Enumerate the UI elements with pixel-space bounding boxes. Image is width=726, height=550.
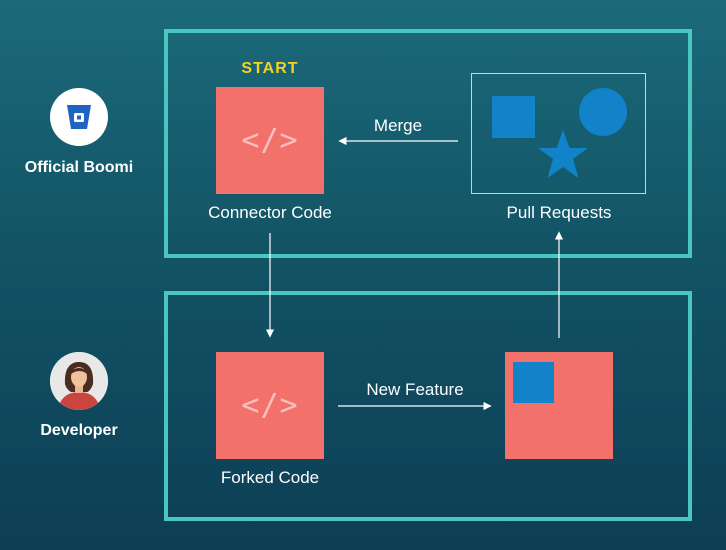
developer-panel (164, 291, 692, 521)
pull-requests-caption: Pull Requests (506, 203, 612, 222)
forked-code-caption: Forked Code (220, 468, 320, 487)
square-icon (513, 362, 554, 403)
connector-code-box: </> (216, 87, 324, 194)
connector-code-caption: Connector Code (208, 203, 332, 222)
square-icon (492, 96, 535, 138)
star-icon (538, 130, 588, 178)
new-feature-label: New Feature (366, 380, 464, 399)
developer-label: Developer (40, 422, 118, 439)
developer-avatar-icon (50, 352, 108, 410)
circle-icon (579, 88, 627, 136)
official-boomi-label: Official Boomi (24, 159, 134, 176)
forked-code-box: </> (216, 352, 324, 459)
merge-label: Merge (373, 116, 423, 135)
code-icon: </> (241, 388, 299, 423)
pull-requests-box (471, 73, 646, 194)
new-feature-box (505, 352, 613, 459)
official-boomi-panel (164, 29, 692, 258)
start-label: START (241, 60, 299, 77)
bitbucket-icon (50, 88, 108, 146)
code-icon: </> (241, 123, 299, 158)
